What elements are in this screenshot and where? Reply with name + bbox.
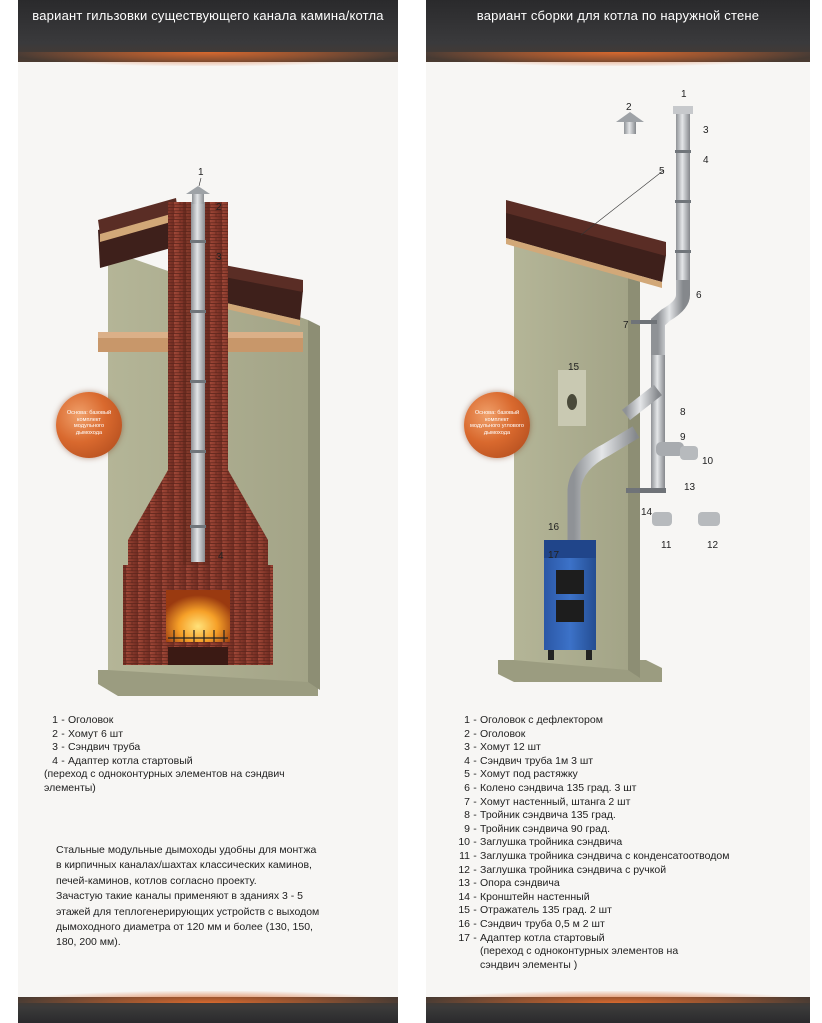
base-kit-badge: Основа: базовый комплект модульного угло…: [464, 392, 530, 458]
right-footer: [426, 991, 810, 1023]
legend-item: 4-Сэндвич труба 1м 3 шт: [464, 754, 594, 767]
roof-tiles-left: [98, 198, 178, 268]
wall-bracket: [626, 488, 666, 493]
end-cap-10: [680, 446, 698, 460]
chimney-cap: [186, 186, 210, 204]
legend-item: 17-Адаптер котла стартовый: [458, 931, 605, 944]
fire: [166, 590, 230, 642]
legend-item: 1-Оголовок: [52, 714, 114, 726]
label-4: 4: [218, 551, 224, 562]
label-2: 2: [626, 102, 632, 113]
legend-note: (переход с одноконтурных элементов на: [480, 945, 679, 958]
left-title: вариант гильзовки существующего канала к…: [32, 8, 384, 23]
label-16: 16: [548, 522, 560, 533]
sandwich-pipe-vertical: [676, 110, 690, 280]
label-1: 1: [198, 167, 204, 178]
legend-item: 12-Заглушка тройника сэндвича с ручкой: [458, 863, 667, 876]
left-legend: 1-Оголовок 2-Хомут 6 шт 3-Сэндвич труба …: [44, 714, 285, 796]
label-3: 3: [703, 125, 709, 136]
description-paragraph: Стальные модульные дымоходы удобны для м…: [56, 844, 320, 949]
legend-item: 2-Хомут 6 шт: [52, 727, 124, 740]
shelf-right: [220, 338, 303, 352]
legend-note: (переход с одноконтурных элементов на сэ…: [44, 768, 285, 781]
left-footer: [18, 991, 398, 1023]
cap-2: [616, 112, 644, 134]
legend-item: 13-Опора сэндвича: [458, 877, 560, 890]
roof-tiles-right: [222, 265, 303, 326]
legend-item: 10-Заглушка тройника сэндвича: [458, 836, 623, 849]
label-3: 3: [216, 252, 222, 263]
legend-item: 1-Оголовок с дефлектором: [464, 714, 603, 726]
label-7: 7: [623, 320, 629, 331]
legend-item: 11-Заглушка тройника сэндвича с конденса…: [459, 849, 730, 862]
label-6: 6: [696, 290, 702, 301]
legend-item: 9-Тройник сэндвича 90 град.: [464, 822, 611, 835]
legend-item: 3-Сэндвич труба: [52, 741, 141, 754]
sandwich-pipe-lower: [651, 355, 665, 465]
shelf-left: [98, 338, 168, 352]
label-13: 13: [684, 482, 696, 493]
fireplace-chimney-illustration: 1 2 3 4: [98, 167, 320, 696]
label-10: 10: [702, 456, 714, 467]
legend-note: элементы): [44, 781, 96, 794]
roof-tiles: [506, 200, 666, 288]
legend-item: 4-Адаптер котла стартовый: [52, 754, 193, 767]
label-14: 14: [641, 507, 653, 518]
legend-item: 14-Кронштейн настенный: [458, 890, 590, 903]
connector-pipe: [567, 426, 640, 540]
tee-90: [656, 442, 684, 456]
legend-item: 15-Отражатель 135 град. 2 шт: [458, 904, 612, 917]
legend-item: 6-Колено сэндвича 135 град. 3 шт: [464, 781, 637, 794]
label-5: 5: [659, 166, 665, 177]
label-15: 15: [568, 362, 580, 373]
right-header: вариант сборки для котла по наружной сте…: [426, 0, 810, 66]
end-cap-11: [652, 512, 672, 526]
boiler: [544, 540, 596, 660]
label-8: 8: [680, 407, 686, 418]
legend-item: 3-Хомут 12 шт: [464, 741, 541, 754]
label-11: 11: [661, 540, 672, 551]
left-header: вариант гильзовки существующего канала к…: [18, 0, 398, 66]
legend-item: 7-Хомут настенный, штанга 2 шт: [464, 795, 631, 808]
right-panel: вариант сборки для котла по наружной сте…: [426, 0, 810, 1023]
end-cap-12: [698, 512, 720, 526]
legend-note: сэндвич элементы ): [480, 958, 578, 971]
right-legend: 1-Оголовок с дефлектором 2-Оголовок 3-Хо…: [456, 714, 729, 972]
label-9: 9: [680, 432, 686, 443]
left-panel: вариант гильзовки существующего канала к…: [18, 0, 398, 1023]
legend-item: 16-Сэндвич труба 0,5 м 2 шт: [458, 917, 605, 930]
legend-item: 2-Оголовок: [464, 727, 526, 740]
external-wall-chimney-illustration: 1 2 3 4 5 6 7 8 9 10 11 12 13 14 15 16 1…: [498, 89, 720, 682]
base-kit-badge: Основа: базовый комплект модульного дымо…: [56, 392, 122, 458]
legend-item: 5-Хомут под растяжку: [464, 768, 578, 781]
label-2: 2: [216, 202, 222, 213]
legend-item: 8-Тройник сэндвича 135 град.: [464, 809, 616, 822]
label-17: 17: [548, 550, 560, 561]
right-title: вариант сборки для котла по наружной сте…: [476, 8, 760, 23]
label-4: 4: [703, 155, 709, 166]
wall: [514, 225, 628, 670]
label-1: 1: [681, 89, 687, 100]
label-12: 12: [707, 540, 719, 551]
